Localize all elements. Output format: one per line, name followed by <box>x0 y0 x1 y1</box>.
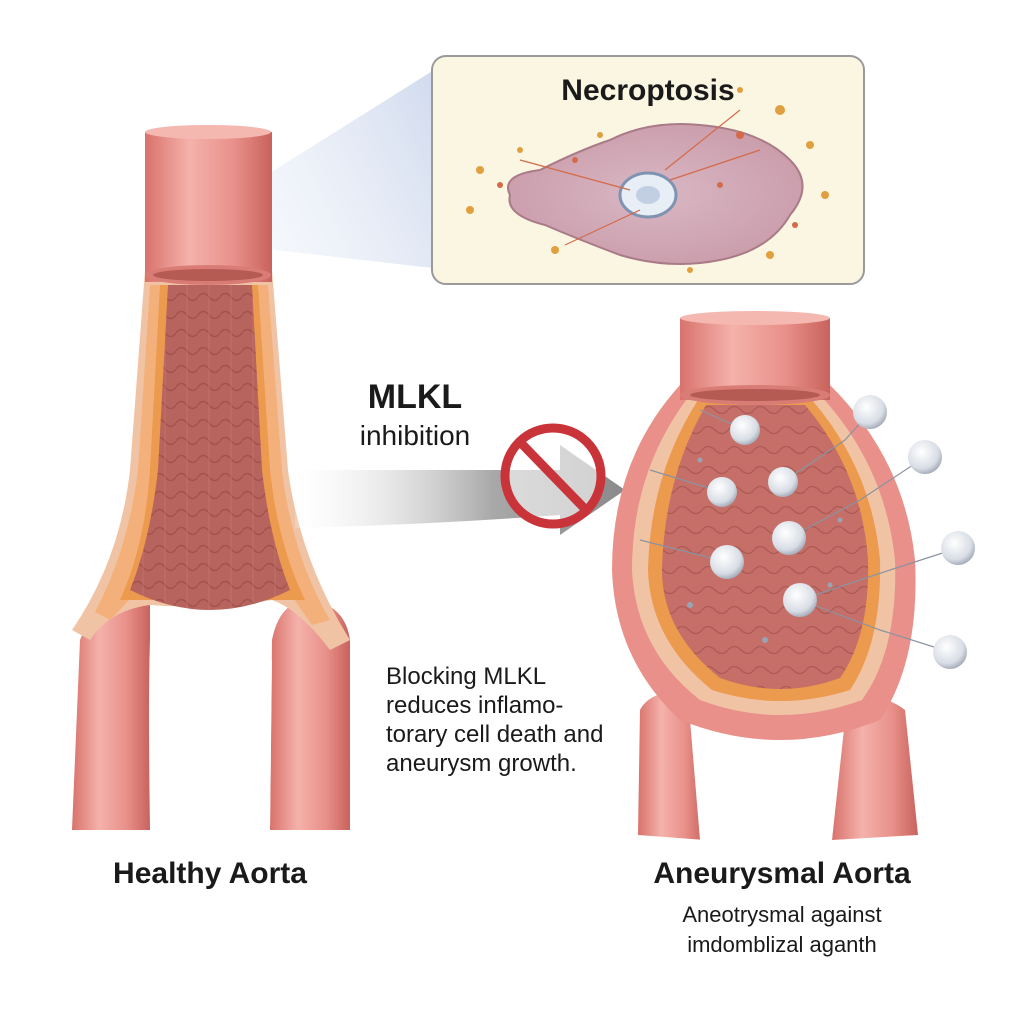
inhibition-arrow <box>295 423 625 535</box>
aneurysmal-caption: Aneotrysmal against imdomblizal aganth <box>612 900 952 960</box>
description-line: aneurysm growth. <box>386 750 577 777</box>
inset-title: Necroptosis <box>561 74 735 107</box>
aneurysmal-aorta-label: Aneurysmal Aorta <box>653 857 911 890</box>
healthy-aorta-label: Healthy Aorta <box>113 857 307 890</box>
description: Blocking MLKL reduces inflamo- torary ce… <box>386 662 646 778</box>
intervention-title: MLKL <box>367 378 463 416</box>
healthy-aorta <box>72 125 350 830</box>
necroptosis-inset <box>431 55 865 285</box>
description-line: reduces inflamo- <box>386 692 564 719</box>
description-line: torary cell death and <box>386 721 604 748</box>
caption-line: imdomblizal aganth <box>687 932 877 957</box>
caption-line: Aneotrysmal against <box>682 902 882 927</box>
description-line: Blocking MLKL <box>386 663 547 690</box>
intervention-subtitle: inhibition <box>359 420 471 451</box>
aneurysmal-aorta <box>612 311 975 840</box>
